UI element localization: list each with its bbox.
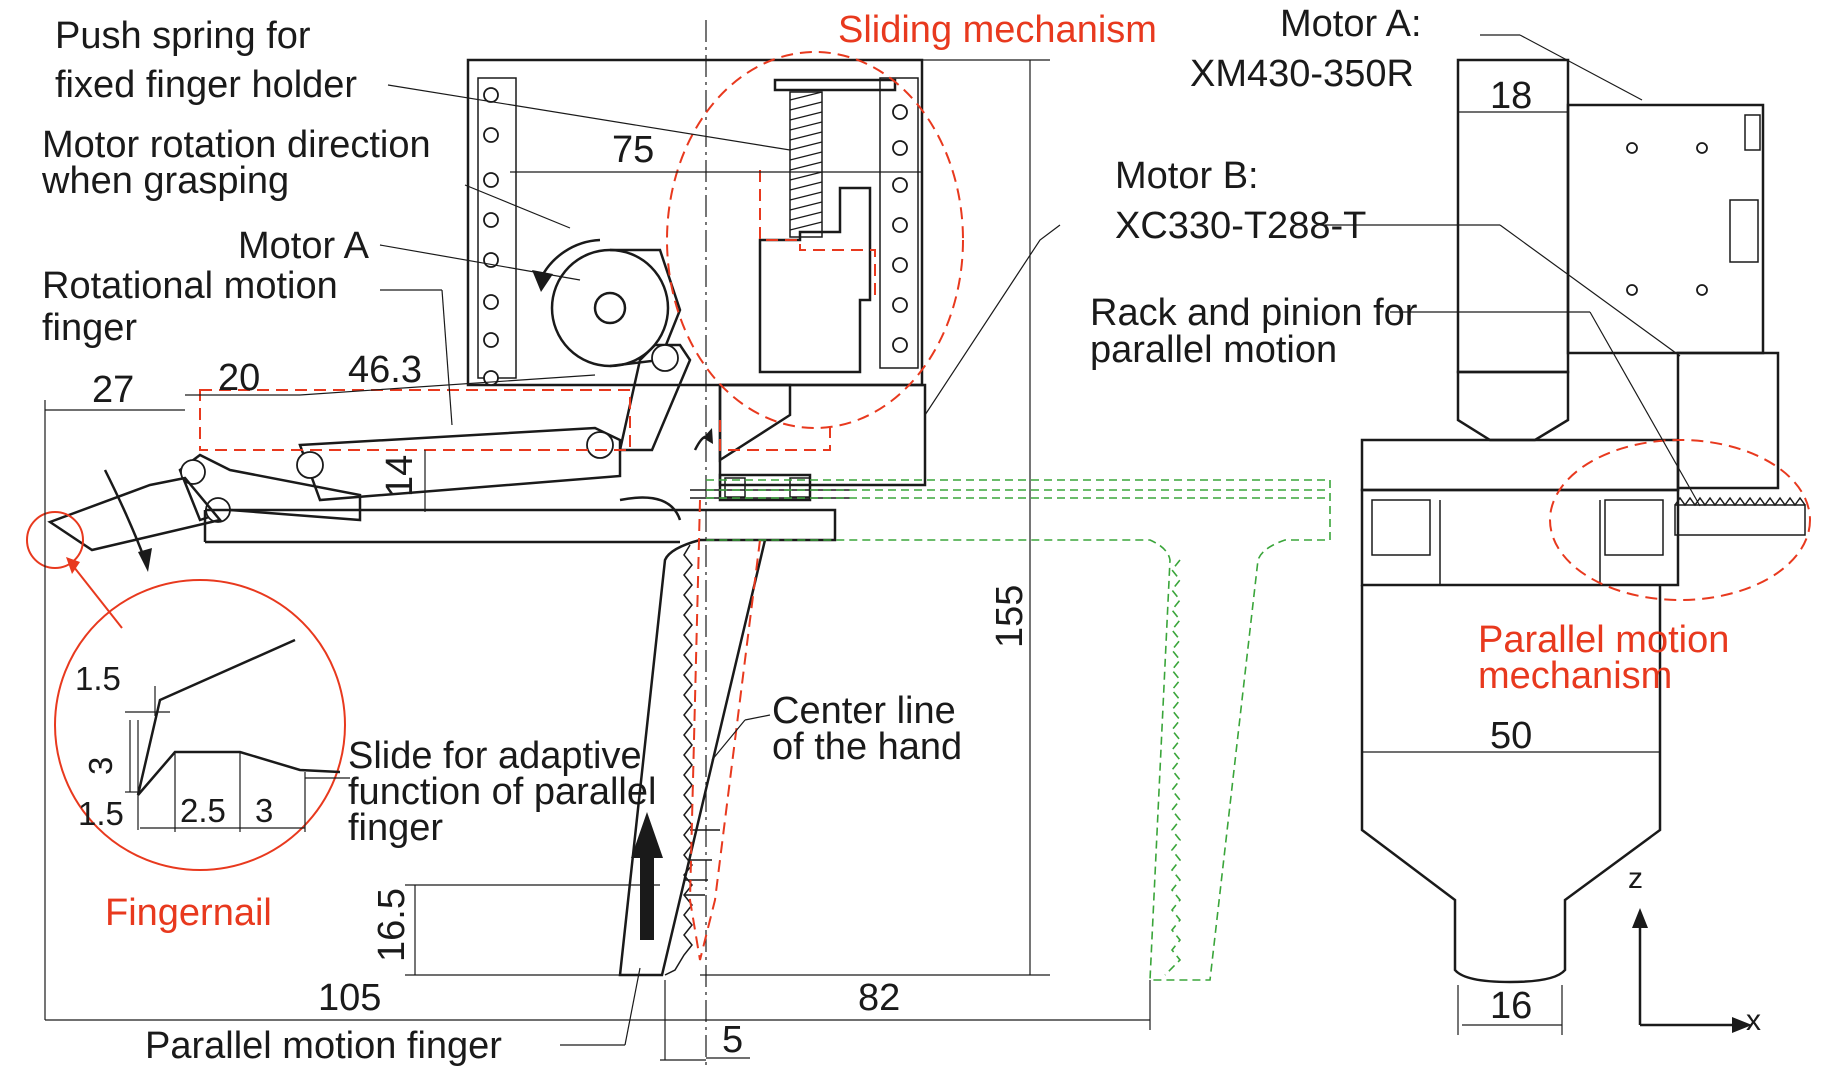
front-base-block <box>1360 438 1680 492</box>
label-motor-b-full-2: XC330-T288-T <box>1115 205 1366 247</box>
label-motor-rotation-2: when grasping <box>41 160 289 202</box>
main-housing <box>466 58 924 387</box>
motor-a-side-body <box>1566 103 1765 355</box>
label-fingernail: Fingernail <box>105 892 272 934</box>
dim-14: 14 <box>379 455 421 497</box>
push-spring <box>789 91 823 238</box>
alt-position-green <box>706 479 1331 981</box>
motor-a-bolts <box>1626 142 1708 296</box>
right-bolt-holes <box>892 104 908 353</box>
text-labels: Push spring for fixed finger holder Moto… <box>41 3 1729 1067</box>
fingernail-detail <box>54 579 346 871</box>
drive-link <box>618 343 692 452</box>
axis-z-label: z <box>1628 862 1643 895</box>
label-motor-a-short: Motor A <box>238 225 370 267</box>
label-push-spring-1: Push spring for <box>55 15 311 57</box>
label-motor-a-full-1: Motor A: <box>1280 3 1422 45</box>
dimension-text: 75 27 20 46.3 14 155 16.5 105 82 5 18 50… <box>75 75 1761 1061</box>
gear-rack <box>1674 496 1806 536</box>
label-center-line-2: of the hand <box>772 726 962 768</box>
dim-82: 82 <box>858 977 900 1019</box>
label-sliding-mechanism: Sliding mechanism <box>838 9 1157 51</box>
dim-75: 75 <box>612 129 654 171</box>
nail-dim-1-5-bot: 1.5 <box>78 795 124 832</box>
label-slide-adaptive-2: function of parallel <box>348 771 656 813</box>
nail-dim-2-5: 2.5 <box>180 792 226 829</box>
label-rotational-finger-2: finger <box>42 307 137 349</box>
motor-b-front-body <box>1676 351 1780 490</box>
label-rack-pinion-2: parallel motion <box>1090 329 1337 371</box>
dim-16: 16 <box>1490 985 1532 1027</box>
dim-5: 5 <box>722 1019 743 1061</box>
push-spring-cap <box>773 78 897 92</box>
dim-18: 18 <box>1490 75 1532 117</box>
left-bolt-holes <box>483 87 499 386</box>
axis-x-label: x <box>1746 1004 1761 1037</box>
sliding-mechanism-circle <box>666 51 964 429</box>
side-view <box>26 51 1331 981</box>
leader-lines <box>305 34 1701 1046</box>
axis-indicator <box>1632 908 1752 1033</box>
label-parallel-mechanism-2: mechanism <box>1478 655 1672 697</box>
base-plate <box>205 508 837 977</box>
rotational-finger-bar <box>298 426 622 502</box>
label-parallel-finger: Parallel motion finger <box>145 1025 502 1067</box>
dimension-lines <box>44 59 1151 1061</box>
dim-105: 105 <box>318 977 381 1019</box>
dim-46-3: 46.3 <box>348 349 422 391</box>
dim-27: 27 <box>92 369 134 411</box>
fixed-finger-holder <box>758 186 872 374</box>
fingernail-marker <box>26 511 84 569</box>
label-slide-adaptive-1: Slide for adaptive <box>348 735 642 777</box>
front-view <box>1360 58 1811 1035</box>
dim-20: 20 <box>218 357 260 399</box>
label-motor-b-full-1: Motor B: <box>1115 155 1259 197</box>
right-frame-plate <box>879 77 919 369</box>
dim-16-5: 16.5 <box>371 888 413 962</box>
front-finger-body <box>1360 585 1662 984</box>
motor-a-shaft <box>593 291 627 325</box>
label-rotational-finger-1: Rotational motion <box>42 265 338 307</box>
alt-position-red <box>199 170 876 961</box>
label-slide-adaptive-3: finger <box>348 807 443 849</box>
nail-dim-3-v: 3 <box>82 757 119 775</box>
label-parallel-mechanism-1: Parallel motion <box>1478 619 1729 661</box>
rotational-fingertip <box>47 476 223 552</box>
label-motor-rotation-1: Motor rotation direction <box>42 124 431 166</box>
left-frame-plate <box>477 77 517 379</box>
nail-dim-1-5-top: 1.5 <box>75 660 121 697</box>
nail-dim-3-h: 3 <box>255 792 273 829</box>
label-center-line-1: Center line <box>772 690 956 732</box>
label-push-spring-2: fixed finger holder <box>55 64 357 106</box>
push-arrow-up <box>631 812 663 940</box>
dim-50: 50 <box>1490 715 1532 757</box>
label-rack-pinion-1: Rack and pinion for <box>1090 292 1418 334</box>
parallel-motion-circle <box>1549 439 1811 601</box>
label-motor-a-full-2: XM430-350R <box>1190 53 1414 95</box>
dim-155: 155 <box>989 585 1031 648</box>
